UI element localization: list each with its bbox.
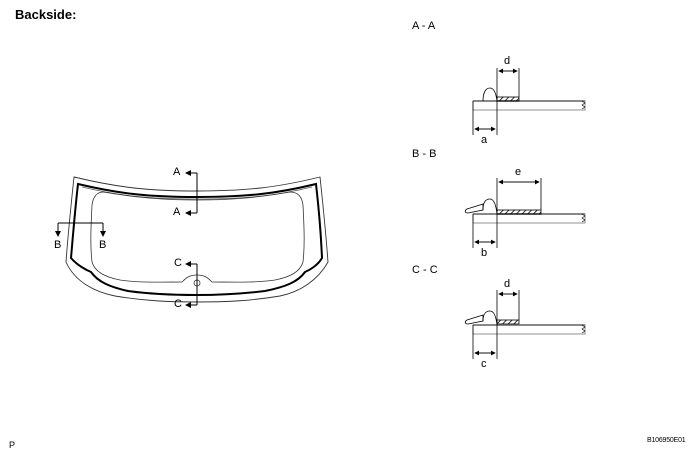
section-c-c-drawing <box>464 290 586 359</box>
page-title: Backside: <box>15 7 77 22</box>
section-b-b-drawing <box>464 178 586 248</box>
dimension-label-d-a: d <box>504 55 511 67</box>
dimension-label-d-c: d <box>504 278 511 290</box>
section-marker-a-bottom: A <box>173 206 181 218</box>
page-code: P <box>9 440 16 450</box>
window-outer-outline <box>65 176 329 303</box>
section-marker-c-bottom: C <box>174 298 182 310</box>
section-line-b <box>55 222 106 237</box>
section-marker-b-right: B <box>99 239 107 251</box>
back-window-view <box>55 170 329 308</box>
section-marker-b-left: B <box>54 239 62 251</box>
section-title-b-b: B - B <box>412 148 437 160</box>
dimension-label-c: c <box>481 358 487 370</box>
section-a-a-drawing <box>472 68 586 135</box>
glass-visible-area <box>90 191 305 283</box>
section-title-c-c: C - C <box>412 264 438 276</box>
dimension-label-e: e <box>515 166 522 178</box>
section-marker-c-top: C <box>174 257 182 269</box>
dimension-label-a: a <box>481 134 488 146</box>
section-line-a <box>185 170 198 216</box>
dimension-label-b: b <box>481 247 488 259</box>
section-line-c <box>185 261 198 308</box>
section-marker-a-top: A <box>173 166 181 178</box>
figure-id: B106950E01 <box>647 437 686 444</box>
section-title-a-a: A - A <box>412 20 436 32</box>
window-flange-line <box>69 182 324 297</box>
